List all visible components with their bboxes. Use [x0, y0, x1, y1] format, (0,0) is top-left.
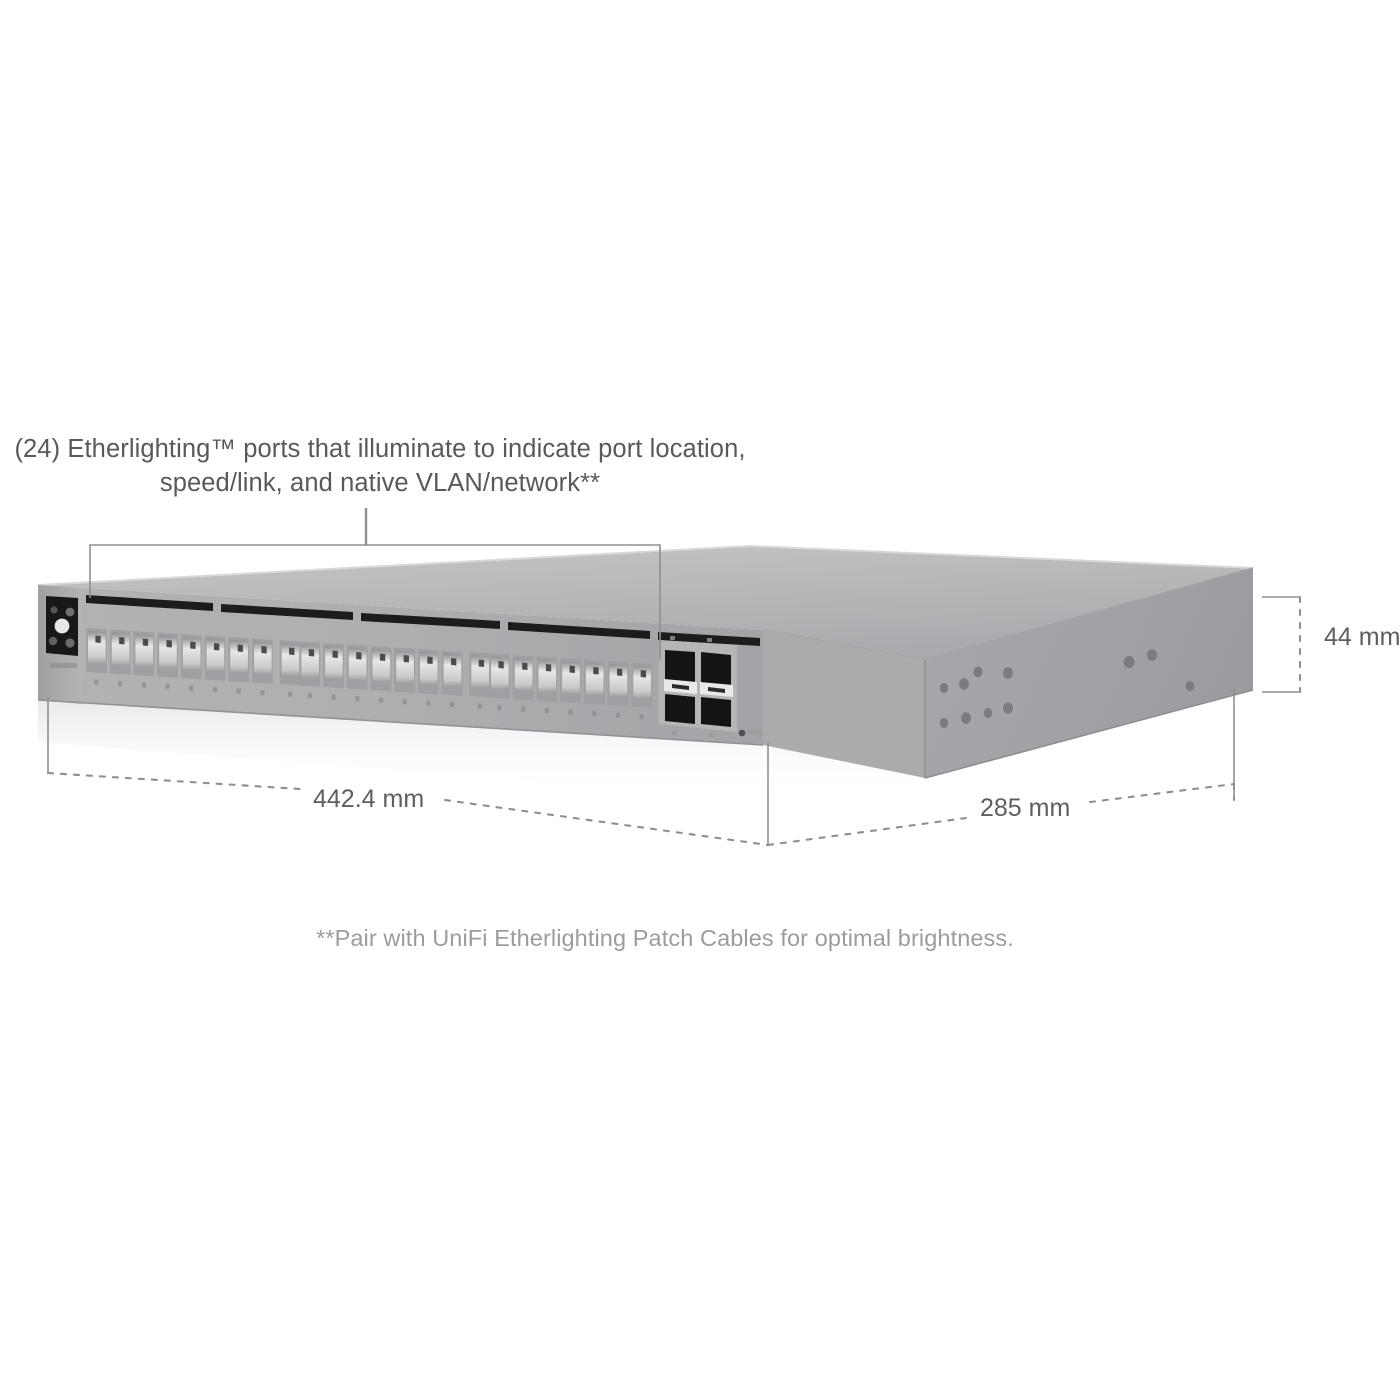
rj45-port[interactable] — [536, 656, 558, 714]
rj45-port[interactable] — [323, 643, 344, 700]
rj45-port[interactable] — [109, 629, 131, 687]
rj45-port[interactable] — [180, 634, 202, 691]
rj45-port[interactable] — [607, 661, 629, 718]
rj45-port[interactable] — [86, 628, 107, 685]
callout-line-1: (24) Etherlighting™ ports that illuminat… — [14, 435, 746, 463]
etherlighting-callout-bracket — [89, 508, 661, 660]
chassis-bottom-edge-right — [924, 689, 1254, 779]
front-status-display[interactable] — [46, 596, 78, 656]
rj45-port[interactable] — [560, 658, 582, 715]
rj45-port[interactable] — [346, 644, 368, 702]
rj45-port[interactable] — [394, 647, 416, 705]
rj45-port[interactable] — [417, 649, 439, 706]
rj45-port[interactable] — [583, 659, 605, 717]
chassis-right-face — [763, 630, 925, 778]
rj45-port[interactable] — [133, 631, 155, 688]
rj45-port[interactable] — [469, 652, 491, 709]
rj45-port[interactable] — [228, 637, 250, 694]
rj45-port[interactable] — [204, 635, 226, 693]
side-mounting-holes — [939, 649, 1195, 728]
dimension-label-depth: 285 mm — [980, 794, 1071, 822]
rj45-port[interactable] — [489, 653, 510, 711]
chassis-reflection — [38, 700, 925, 800]
dimension-height-44 — [1262, 595, 1302, 694]
rj45-port-strip[interactable] — [86, 628, 653, 720]
dimension-depth-285 — [766, 688, 1236, 847]
rj45-port[interactable] — [251, 638, 273, 696]
chassis-front-bottom-edge — [37, 699, 764, 746]
rj45-port[interactable] — [441, 650, 463, 708]
rj45-port[interactable] — [512, 655, 534, 712]
footnote-text: **Pair with UniFi Etherlighting Patch Ca… — [316, 925, 1014, 951]
chassis-rear-side-face — [925, 568, 1253, 778]
sfp-port-cage[interactable] — [659, 636, 737, 737]
dimension-label-height: 44 mm — [1324, 623, 1400, 651]
rj45-port[interactable] — [279, 640, 301, 697]
chassis-top-ridge — [37, 544, 1254, 586]
dimension-label-length: 442.4 mm — [313, 785, 425, 813]
chassis-top-face — [38, 546, 1253, 660]
dimension-length-442 — [46, 697, 770, 847]
rj45-port[interactable] — [157, 632, 178, 690]
brand-label — [50, 663, 77, 668]
etherlighting-callout-text: (24) Etherlighting™ ports that illuminat… — [0, 432, 760, 500]
rj45-port[interactable] — [631, 662, 653, 720]
rj45-port[interactable] — [370, 646, 392, 703]
status-led-indicator — [738, 729, 763, 737]
rj45-port[interactable] — [299, 641, 321, 699]
callout-line-2: speed/link, and native VLAN/network** — [159, 469, 601, 497]
